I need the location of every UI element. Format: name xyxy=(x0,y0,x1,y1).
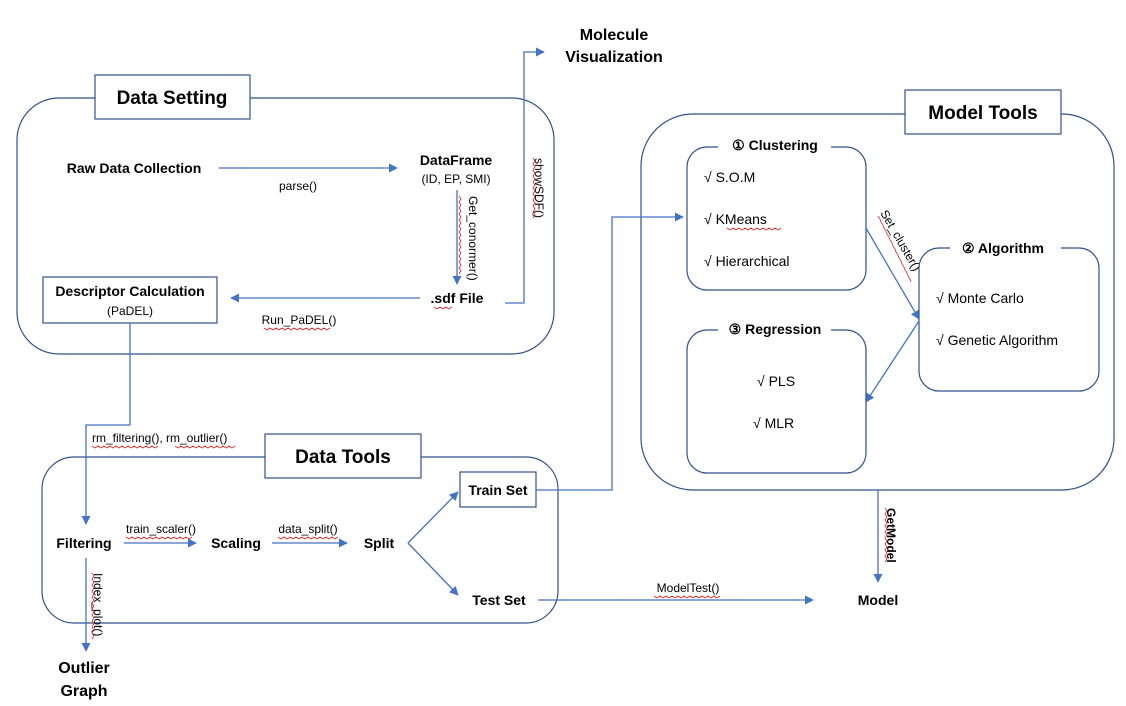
dataframe-node: DataFrame xyxy=(420,152,493,168)
algorithm-item-monte-carlo: √ Monte Carlo xyxy=(936,290,1024,306)
get-model-label: GetModel xyxy=(884,508,898,563)
clustering-title: ① Clustering xyxy=(732,137,818,153)
clustering-title-bg xyxy=(718,134,831,156)
outlier-graph-line1: Outlier xyxy=(58,660,110,677)
clustering-item-hierarchical: √ Hierarchical xyxy=(704,253,789,269)
test-set-node: Test Set xyxy=(472,592,526,608)
model-tools-title: Model Tools xyxy=(928,103,1037,124)
parse-label: parse() xyxy=(279,179,317,193)
data-setting-title: Data Setting xyxy=(117,88,228,109)
model-tools-title-box xyxy=(904,89,1062,135)
algorithm-title: ② Algorithm xyxy=(962,240,1044,256)
get-conformer-label: Get_conormer() xyxy=(466,196,480,281)
train-scaler-spellcheck xyxy=(125,536,193,540)
train-set-box xyxy=(459,471,537,508)
run-padel-label: Run_PaDEL() xyxy=(262,313,337,327)
descriptor-to-filtering-arrow xyxy=(81,323,131,525)
molecule-visualization-line1: Molecule xyxy=(580,27,649,44)
data-setting-title-box xyxy=(94,74,251,120)
algorithm-to-regression-arrow xyxy=(865,320,920,403)
data-tools-title-box xyxy=(264,433,422,479)
regression-item-pls: √ PLS xyxy=(757,373,795,389)
index-plot-label: Index_plot() xyxy=(91,573,105,636)
clustering-item-som: √ S.O.M xyxy=(704,169,755,185)
model-node: Model xyxy=(858,592,898,608)
sdf-file-node: .sdf File xyxy=(431,290,484,306)
run-padel-spellcheck xyxy=(263,327,331,331)
outlier-graph-line2: Graph xyxy=(60,683,107,700)
data-tools-title: Data Tools xyxy=(295,447,391,468)
set-cluster-spellcheck xyxy=(877,215,912,283)
algorithm-box xyxy=(918,247,1100,392)
algorithm-item-genetic: √ Genetic Algorithm xyxy=(936,332,1058,348)
filtering-node: Filtering xyxy=(56,535,111,551)
scaling-node: Scaling xyxy=(211,535,261,551)
rm-filtering-spellcheck xyxy=(91,445,236,449)
model-test-label: ModelTest() xyxy=(657,581,720,595)
data-split-spellcheck xyxy=(277,536,339,540)
split-node: Split xyxy=(364,535,395,551)
model-test-spellcheck xyxy=(653,595,721,599)
data-setting-panel xyxy=(16,97,555,355)
raw-data-collection-node: Raw Data Collection xyxy=(67,160,202,176)
split-to-test-arrow xyxy=(407,542,459,596)
regression-box xyxy=(686,329,867,474)
train-set-node: Train Set xyxy=(468,482,527,498)
index-plot-spellcheck xyxy=(91,572,95,640)
split-to-train-arrow xyxy=(407,491,459,544)
show-sdf-arrow xyxy=(505,47,545,304)
molecule-visualization-line2: Visualization xyxy=(565,49,663,66)
kmeans-spellcheck xyxy=(726,227,782,231)
set-cluster-label: Set_cluster() xyxy=(877,208,923,274)
descriptor-calculation-subtitle: (PaDEL) xyxy=(107,304,153,318)
rm-filtering-label: rm_filtering(), rm_outlier() xyxy=(92,431,227,445)
show-sdf-spellcheck xyxy=(532,157,536,219)
get-conformer-spellcheck xyxy=(458,195,462,275)
get-model-spellcheck xyxy=(884,507,888,563)
descriptor-calculation-node: Descriptor Calculation xyxy=(55,283,204,299)
regression-title-bg xyxy=(718,318,831,340)
sdf-spellcheck xyxy=(433,306,453,310)
train-scaler-label: train_scaler() xyxy=(126,522,196,536)
regression-title: ③ Regression xyxy=(729,321,822,337)
algorithm-title-bg xyxy=(950,237,1061,259)
clustering-item-kmeans: √ KMeans xyxy=(704,211,767,227)
show-sdf-label: showSDF() xyxy=(532,158,546,218)
dataframe-subtitle: (ID, EP, SMI) xyxy=(421,172,490,186)
regression-item-mlr: √ MLR xyxy=(753,415,794,431)
train-to-clustering-arrow xyxy=(536,212,684,491)
data-split-label: data_split() xyxy=(278,522,337,536)
set-cluster-arrow xyxy=(865,227,920,320)
